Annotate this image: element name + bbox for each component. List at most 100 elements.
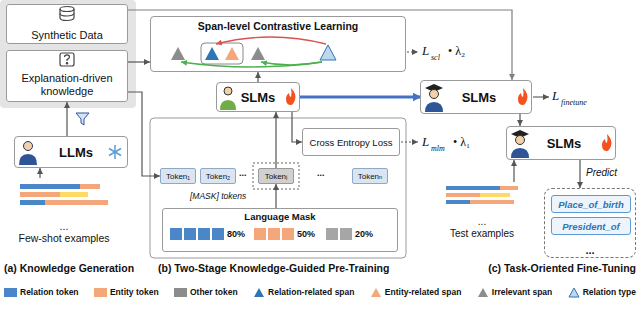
- annotation-label: L: [422, 134, 429, 150]
- node-text: ...: [585, 244, 594, 256]
- legend-item: Relation token: [4, 287, 79, 297]
- mask-ratio-bars: [254, 228, 266, 240]
- annotation-label: • λ₂: [448, 44, 465, 59]
- example-bars: [45, 200, 108, 205]
- annotation-label: finetune: [561, 98, 587, 107]
- example-stack: ...Few-shot examples: [4, 178, 124, 244]
- question-icon: [66, 63, 67, 64]
- llm-person-icon: [19, 142, 37, 166]
- legend-text: Other token: [190, 287, 238, 297]
- connector-arrow: [519, 114, 520, 126]
- student-icon: [220, 87, 296, 110]
- edge-label-holder: Predict: [585, 167, 618, 178]
- example-bars: [446, 200, 470, 204]
- label-holder: mlm: [431, 144, 445, 153]
- example-bars: [80, 184, 100, 189]
- connector-arrow: [257, 72, 258, 82]
- node-text: Span-level Contrastive Learning: [198, 20, 358, 32]
- knowledge-panel: [0, 0, 136, 108]
- connector-arrow: [275, 112, 276, 168]
- connector-arrow: [128, 10, 512, 80]
- example-stack: ...Test examples: [436, 182, 528, 240]
- legend-text: Entity token: [110, 287, 159, 297]
- node-text: Token₁: [166, 172, 190, 181]
- filter-icon: [76, 113, 89, 125]
- annotation-label: scl: [431, 53, 440, 62]
- node-text: Tokenᵢ: [265, 172, 288, 181]
- node-text: Tokenₙ: [358, 172, 383, 181]
- example-bars: [60, 192, 88, 197]
- label-holder: L: [422, 134, 429, 150]
- edge-label: Predict: [585, 167, 618, 178]
- label-holder: 80%: [227, 229, 245, 239]
- annotation-label: 80%: [227, 229, 245, 239]
- label-holder: • λ₁: [453, 135, 470, 150]
- example-bars: [500, 186, 518, 190]
- example-bars: [446, 186, 518, 204]
- legend-item: Irrelevant span: [477, 287, 552, 298]
- connector-arrow: [579, 160, 580, 188]
- mask-ratio-bars: [184, 228, 196, 240]
- annotation-label: 50%: [297, 229, 315, 239]
- contrast-arcs: [261, 62, 322, 65]
- node-text: President_of: [562, 221, 620, 232]
- label-holder: finetune: [561, 98, 587, 107]
- database-icon: [60, 7, 74, 12]
- legend-triangle: [568, 287, 580, 298]
- span-triangles: [251, 47, 265, 60]
- graduate-icon: [425, 84, 528, 112]
- span-triangles: [201, 43, 243, 64]
- label-holder: (a) Knowledge Generation: [4, 262, 134, 274]
- legend-item: Other token: [174, 287, 238, 297]
- connector-arrow: [300, 96, 420, 99]
- mask-ratio-bars: [212, 228, 224, 240]
- knowledge-panel: [0, 0, 136, 108]
- relation-label: President_of: [551, 217, 631, 235]
- data-box: Explanation-driven knowledge: [6, 50, 128, 102]
- example-bars: [20, 192, 60, 197]
- label-holder: 20%: [355, 229, 373, 239]
- loss-leader: [401, 52, 549, 142]
- node-text: SLMs: [547, 136, 582, 151]
- connector-arrow: [128, 92, 160, 176]
- llm-person-icon: [19, 154, 37, 165]
- legend-swatch: [4, 288, 17, 297]
- annotation-label: (b) Two-Stage Knowledge-Guided Pre-Train…: [158, 262, 389, 274]
- node-text: ...: [478, 216, 486, 228]
- legend-item: Relation type: [568, 287, 636, 298]
- token-box: Tokenᵢ: [258, 168, 294, 184]
- annotation-label: [MASK] tokens: [190, 191, 246, 201]
- connector-arrow: [39, 168, 40, 178]
- snowflake-icon: [109, 149, 121, 156]
- contrast-arcs: [181, 37, 326, 67]
- annotation-label: (c) Task-Oriented Fine-Tuning: [488, 262, 636, 274]
- legend-swatch: [174, 288, 187, 297]
- legend: Relation token Entity token Other token Rel…: [4, 284, 636, 300]
- llm-person-icon: [24, 142, 33, 151]
- loss-box: Cross Entropy Loss: [302, 128, 400, 156]
- snowflake-icon: [109, 145, 121, 159]
- pretrain-frame: [150, 118, 406, 258]
- annotation-label: 20%: [355, 229, 373, 239]
- node-text: Cross Entropy Loss: [310, 137, 393, 148]
- example-bars: [20, 200, 45, 205]
- contrast-arcs: [181, 62, 322, 67]
- model-box: SLMs: [216, 82, 300, 112]
- annotation-label: ...: [317, 168, 325, 178]
- node-text: Token₂: [206, 172, 230, 181]
- question-icon: [60, 53, 74, 66]
- connector-arrow: [513, 160, 514, 182]
- connector-arrow: [275, 184, 276, 208]
- label-holder: ...: [317, 168, 325, 178]
- mask-ratio-bars: [268, 228, 280, 240]
- question-icon: [60, 53, 74, 66]
- data-box: Synthetic Data: [6, 4, 128, 44]
- student-icon: [220, 100, 236, 110]
- graduate-icon: [511, 148, 529, 158]
- node-text: Language Mask: [244, 211, 315, 222]
- graduate-icon: [516, 136, 525, 145]
- label-holder: (b) Two-Stage Knowledge-Guided Pre-Train…: [158, 262, 389, 274]
- node-text: Place_of_birth: [558, 199, 623, 210]
- node-text: ...: [60, 220, 69, 232]
